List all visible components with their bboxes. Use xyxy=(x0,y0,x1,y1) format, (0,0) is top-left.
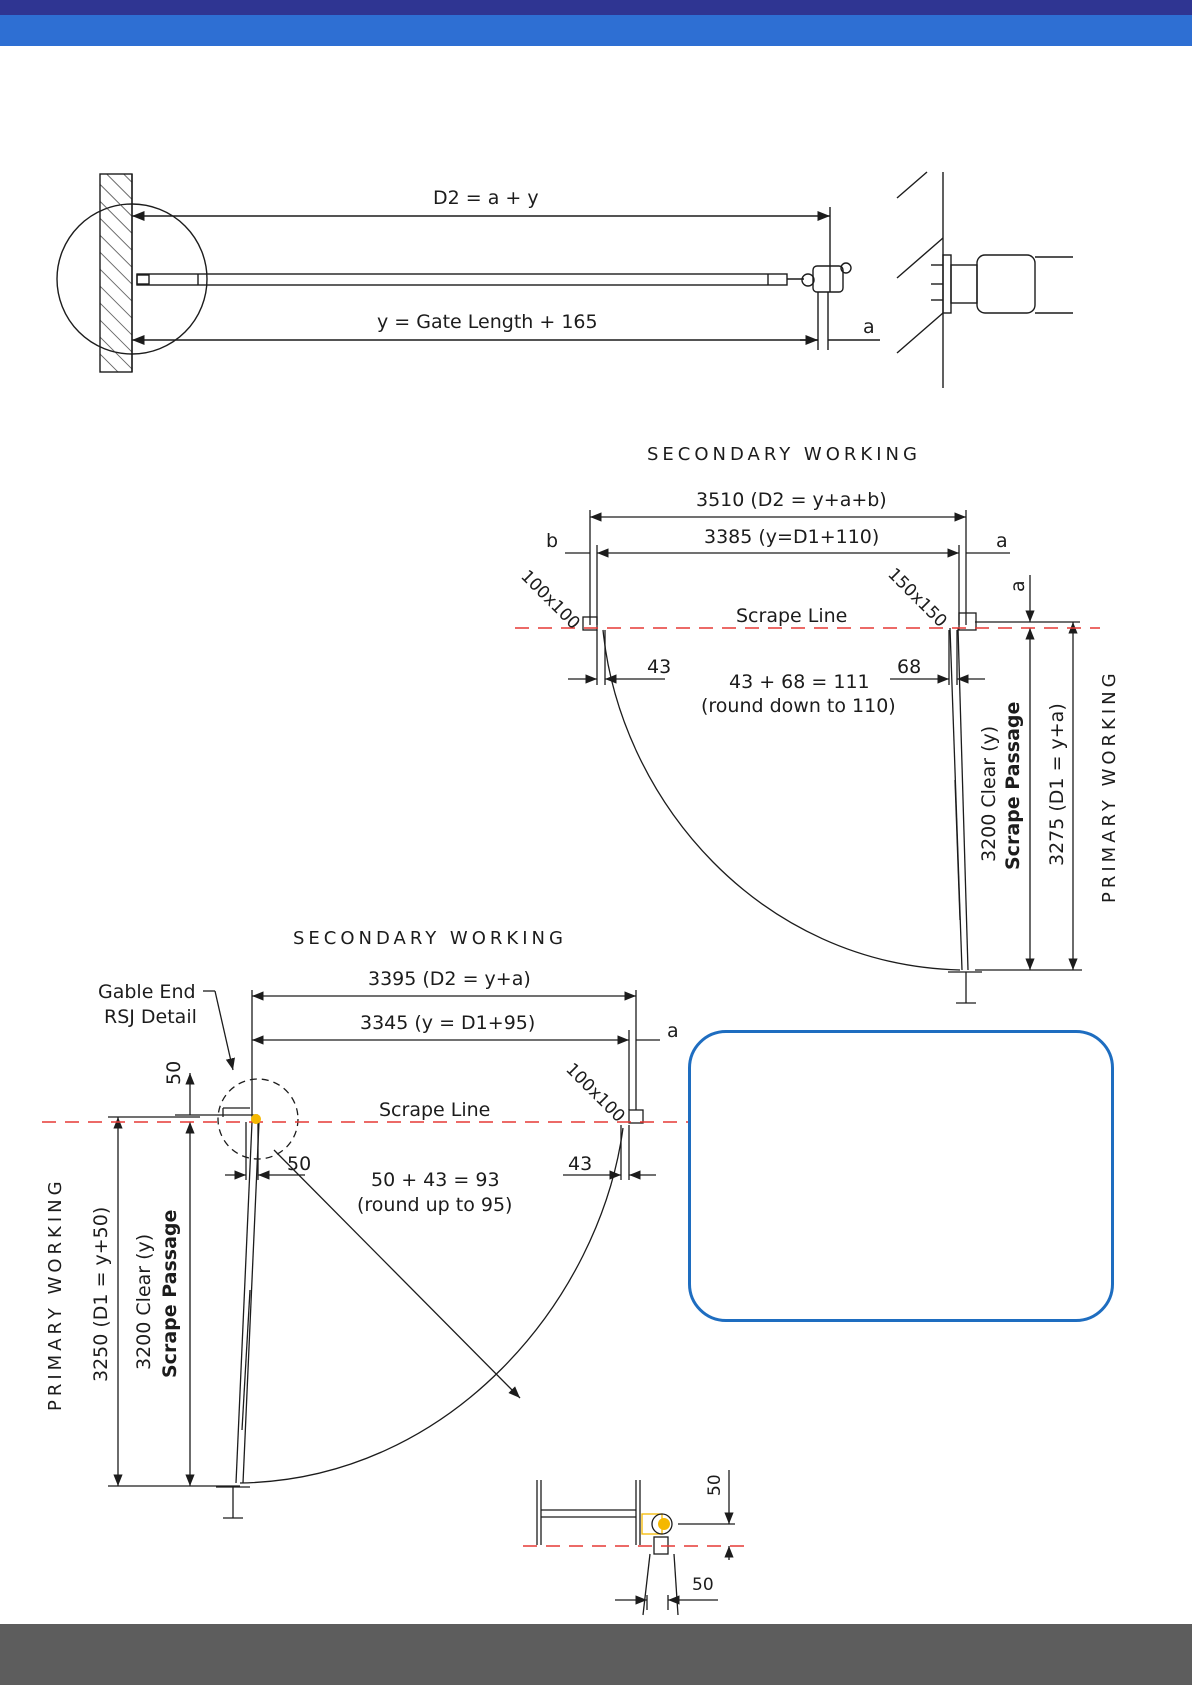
latch-bracket xyxy=(812,265,844,293)
upper-post-right xyxy=(958,612,977,631)
lower-post-right-label: 100x100 xyxy=(561,1059,628,1126)
lower-hinge-marker xyxy=(251,1114,261,1124)
header-band xyxy=(0,0,1192,46)
footer-band xyxy=(0,1624,1192,1685)
gable-label-line2: RSJ Detail xyxy=(104,1006,197,1028)
upper-d2-label: 3510 (D2 = y+a+b) xyxy=(696,489,887,511)
lower-diagram-lines xyxy=(108,990,660,1519)
top-y-label: y = Gate Length + 165 xyxy=(377,311,598,333)
upper-post-right-label: 150x150 xyxy=(883,564,950,631)
lower-sum-line2: (round up to 95) xyxy=(357,1194,512,1216)
lower-swing-arc xyxy=(239,1127,624,1484)
gable-label-line1: Gable End xyxy=(98,981,196,1003)
lower-passage-label: Scrape Passage xyxy=(159,1210,181,1378)
header-band-dark xyxy=(0,0,1192,15)
lower-left-gap: 50 xyxy=(287,1153,311,1175)
upper-swing-arc xyxy=(602,629,961,971)
upper-sum-line1: 43 + 68 = 111 xyxy=(729,671,870,693)
rsj-hinge-marker xyxy=(658,1518,670,1530)
upper-primary-heading: PRIMARY WORKING xyxy=(1099,669,1120,903)
top-gate-drawing xyxy=(56,173,880,373)
upper-y-label: 3385 (y=D1+110) xyxy=(704,526,879,548)
upper-sum-line2: (round down to 110) xyxy=(701,695,896,717)
wall-side-detail xyxy=(896,171,1073,388)
gate-bar xyxy=(136,273,788,286)
upper-post-left-label: 100x100 xyxy=(516,566,583,633)
lower-sum-line1: 50 + 43 = 93 xyxy=(371,1169,500,1191)
lower-d1-label: 3250 (D1 = y+50) xyxy=(90,1207,112,1382)
rsj-vertical-label: 50 xyxy=(705,1474,725,1496)
upper-d1-label: 3275 (D1 = y+a) xyxy=(1046,703,1068,866)
upper-clear-label: 3200 Clear (y) xyxy=(978,726,1000,862)
header-band-light xyxy=(0,15,1192,46)
note-box xyxy=(688,1030,1114,1322)
upper-a-vertical-label: a xyxy=(1007,580,1029,592)
lower-primary-heading: PRIMARY WORKING xyxy=(45,1177,66,1411)
rsj-horizontal-label: 50 xyxy=(692,1575,714,1595)
upper-left-gap: 43 xyxy=(647,656,671,678)
latch-housing xyxy=(976,254,1036,314)
rsj-detail-drawing xyxy=(536,1470,735,1616)
upper-b-label: b xyxy=(546,530,558,552)
top-d2-label: D2 = a + y xyxy=(433,187,539,209)
top-a-label: a xyxy=(863,316,875,338)
upper-right-gap: 68 xyxy=(897,656,921,678)
lower-scrape-line-label: Scrape Line xyxy=(379,1099,490,1121)
lower-clear-label: 3200 Clear (y) xyxy=(133,1234,155,1370)
lower-a-label: a xyxy=(667,1020,679,1042)
lower-offset-label: 50 xyxy=(163,1061,185,1085)
upper-passage-label: Scrape Passage xyxy=(1002,702,1024,870)
upper-scrape-line-label: Scrape Line xyxy=(736,605,847,627)
lower-post-right xyxy=(628,1109,644,1124)
upper-diagram-lines xyxy=(565,510,1082,1004)
hatched-wall xyxy=(99,173,133,373)
lower-right-gap: 43 xyxy=(568,1153,592,1175)
lower-y-label: 3345 (y = D1+95) xyxy=(360,1012,535,1034)
upper-secondary-heading: SECONDARY WORKING xyxy=(647,444,921,465)
lower-d2-label: 3395 (D2 = y+a) xyxy=(368,968,531,990)
upper-a-label: a xyxy=(996,530,1008,552)
lower-secondary-heading: SECONDARY WORKING xyxy=(293,928,567,949)
